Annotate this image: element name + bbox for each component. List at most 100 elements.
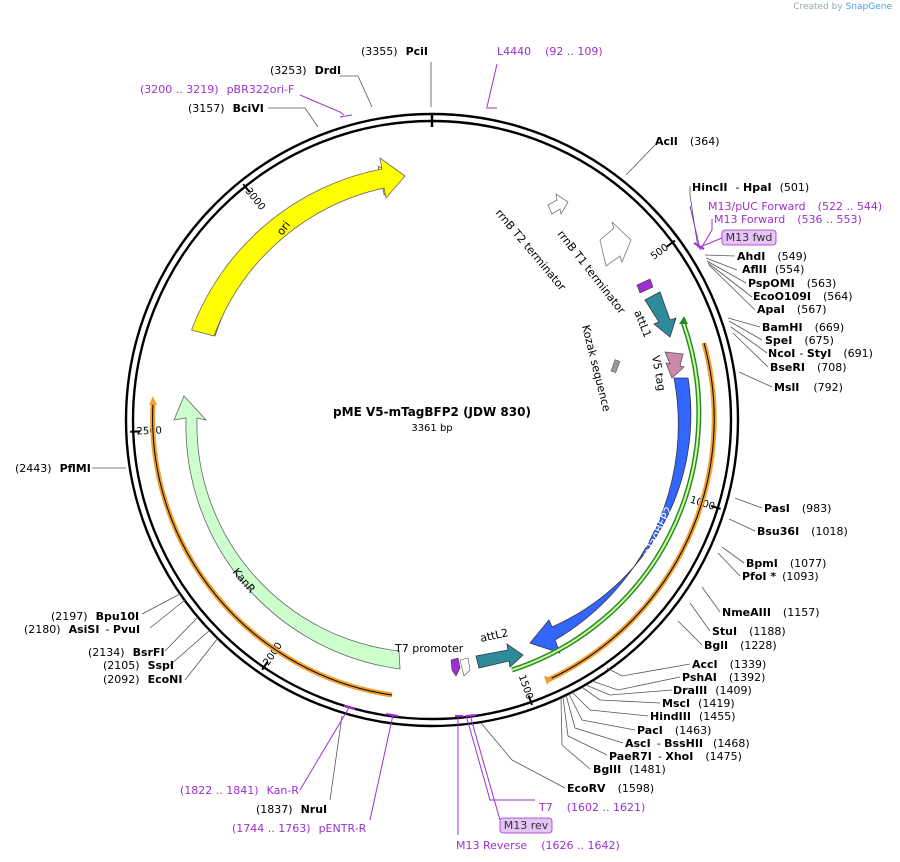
acli-label[interactable]: AclI(364)	[655, 135, 720, 148]
pentr-primer-label[interactable]: (1744 .. 1763)pENTR-R	[232, 822, 367, 835]
ori-arrow-body	[191, 157, 406, 337]
m13-fwd-box[interactable]: M13 fwd	[721, 229, 777, 246]
kanr-orf-line	[152, 402, 393, 696]
ecoo109i-leader	[707, 262, 753, 298]
rrnb-t2-label: rrnB T2 terminator	[493, 207, 569, 294]
ecorv-label[interactable]: EcoRV(1598)	[567, 782, 654, 795]
rrnb-t1-arrow[interactable]	[599, 221, 632, 267]
pflmi-label[interactable]: (2443)PflMI	[15, 462, 91, 475]
paci-label[interactable]: PacI(1463)	[637, 724, 711, 737]
drdi-leader	[340, 75, 373, 108]
nmeaiii-label[interactable]: NmeAIII(1157)	[722, 606, 820, 619]
m13puc-primer-label[interactable]: M13/pUC Forward(522 .. 544)	[708, 200, 882, 213]
l4440-primer-label[interactable]: L4440(92 .. 109)	[497, 45, 603, 58]
apai-label[interactable]: ApaI(567)	[757, 303, 827, 316]
ncoi-leader	[730, 326, 768, 354]
m13rev-box-leader	[469, 714, 501, 821]
t7-promoter-arrow[interactable]	[450, 657, 461, 677]
bpmi-label[interactable]: BpmI(1077)	[746, 557, 826, 570]
t7-primer-label[interactable]: T7(1602 .. 1621)	[538, 801, 645, 814]
pbr322-primer-label[interactable]: (3200 .. 3219)pBR322ori-F	[140, 83, 294, 96]
kanr-primer-label[interactable]: (1822 .. 1841)Kan-R	[180, 784, 299, 797]
ecorv-leader	[480, 722, 566, 789]
m13rev-primer-label[interactable]: M13 Reverse(1626 .. 1642)	[456, 839, 620, 852]
spei-label[interactable]: SpeI(675)	[765, 334, 834, 347]
paer7i-xhoi-label[interactable]: PaeR7I- XhoI(1475)	[609, 750, 742, 763]
m13-forward-sites	[693, 242, 705, 250]
bsrfi-label[interactable]: (2134)BsrFI	[88, 646, 165, 659]
aflii-label[interactable]: AflII(554)	[742, 263, 804, 276]
attl2-arrow[interactable]	[475, 643, 524, 669]
bpu10i-label[interactable]: (2197)Bpu10I	[51, 610, 139, 623]
right-orf-tip	[544, 676, 552, 685]
attl1-label: attL1	[631, 308, 654, 339]
acci-leader	[606, 663, 691, 677]
acci-label[interactable]: AccI(1339)	[692, 658, 766, 671]
bfp-orf-inner	[511, 321, 700, 671]
asci-bsshii-label[interactable]: AscI- BssHII(1468)	[625, 737, 750, 750]
m13f-primer-label[interactable]: M13 Forward(536 .. 553)	[714, 213, 862, 226]
l4440-leader	[486, 63, 498, 109]
msli-label[interactable]: MslI(792)	[774, 381, 843, 394]
pspomi-leader	[706, 260, 747, 284]
msci-label[interactable]: MscI(1419)	[662, 697, 735, 710]
pshai-leader	[591, 676, 681, 691]
ahdi-label[interactable]: AhdI(549)	[737, 250, 807, 263]
pfoi-leader	[717, 552, 741, 577]
pspomi-label[interactable]: PspOMI(563)	[748, 277, 836, 290]
bcivi-label[interactable]: (3157)BciVI	[188, 102, 264, 115]
econi-leader	[184, 637, 219, 681]
pasi-label[interactable]: PasI(983)	[764, 502, 831, 515]
sspi-label[interactable]: (2105)SspI	[103, 659, 174, 672]
plasmid-length: 3361 bp	[411, 423, 452, 434]
bgli-label[interactable]: BglI(1228)	[704, 639, 777, 652]
t7-promoter-outline	[459, 657, 471, 677]
bglii-leader	[560, 697, 591, 770]
kanr-arrow[interactable]	[173, 395, 401, 670]
pshai-label[interactable]: PshAI(1392)	[682, 671, 765, 684]
paci-leader	[568, 693, 636, 731]
aflii-leader	[705, 257, 738, 271]
stui-label[interactable]: StuI(1188)	[712, 625, 786, 638]
draiii-label[interactable]: DraIII(1409)	[673, 684, 752, 697]
bamhi-label[interactable]: BamHI(669)	[762, 321, 844, 334]
bglii-label[interactable]: BglII(1481)	[593, 763, 666, 776]
m13-rev-box[interactable]: M13 rev	[499, 817, 553, 834]
plasmid-name: pME V5-mTagBFP2 (JDW 830)	[333, 405, 531, 419]
kanr-primer-site	[343, 705, 356, 710]
primer-feature-mark	[636, 278, 654, 294]
stui-leader	[689, 602, 711, 632]
hincii-hpai-label[interactable]: HincII- HpaI(501)	[692, 181, 809, 194]
mtagbfp2-arrow[interactable]	[529, 377, 692, 654]
spei-leader	[728, 320, 763, 341]
v5-tag-arrow[interactable]	[664, 351, 685, 379]
hincii-leader	[689, 186, 699, 249]
ahdi-leader	[704, 254, 736, 257]
ecoo109i-label[interactable]: EcoO109I(564)	[753, 290, 853, 303]
asisi-leader	[149, 599, 186, 629]
asisi-pvui-label[interactable]: (2180)AsiSI- PvuI	[24, 623, 140, 636]
v5-tag-label: V5 tag	[649, 354, 668, 392]
tick-label-3000: 3000	[243, 186, 267, 213]
m13fwd-box-leader	[699, 237, 723, 248]
drdi-label[interactable]: (3253)DrdI	[270, 64, 341, 77]
bseri-label[interactable]: BseRI(708)	[770, 361, 847, 374]
bsu36i-label[interactable]: Bsu36I(1018)	[757, 525, 848, 538]
snapgene-credit: Created by SnapGene	[793, 2, 892, 12]
ncoi-styi-label[interactable]: NcoI- StyI(691)	[768, 347, 873, 360]
m13puc-leader	[689, 205, 701, 250]
t7-promoter-label: T7 promoter	[394, 642, 464, 655]
pentr-primer-site	[385, 713, 399, 717]
pfoi-label[interactable]: PfoI *(1093)	[742, 570, 819, 583]
tick-2000	[261, 660, 269, 671]
hindiii-label[interactable]: HindIII(1455)	[650, 710, 736, 723]
hindiii-leader	[571, 691, 649, 717]
pcii-label[interactable]: (3355)PciI	[361, 45, 428, 58]
attl1-arrow[interactable]	[644, 291, 677, 338]
msci-leader	[582, 687, 661, 704]
nrui-label[interactable]: (1837)NruI	[256, 803, 327, 816]
econi-label[interactable]: (2092)EcoNI	[103, 673, 182, 686]
rrnb-t2-arrow[interactable]	[547, 193, 569, 216]
